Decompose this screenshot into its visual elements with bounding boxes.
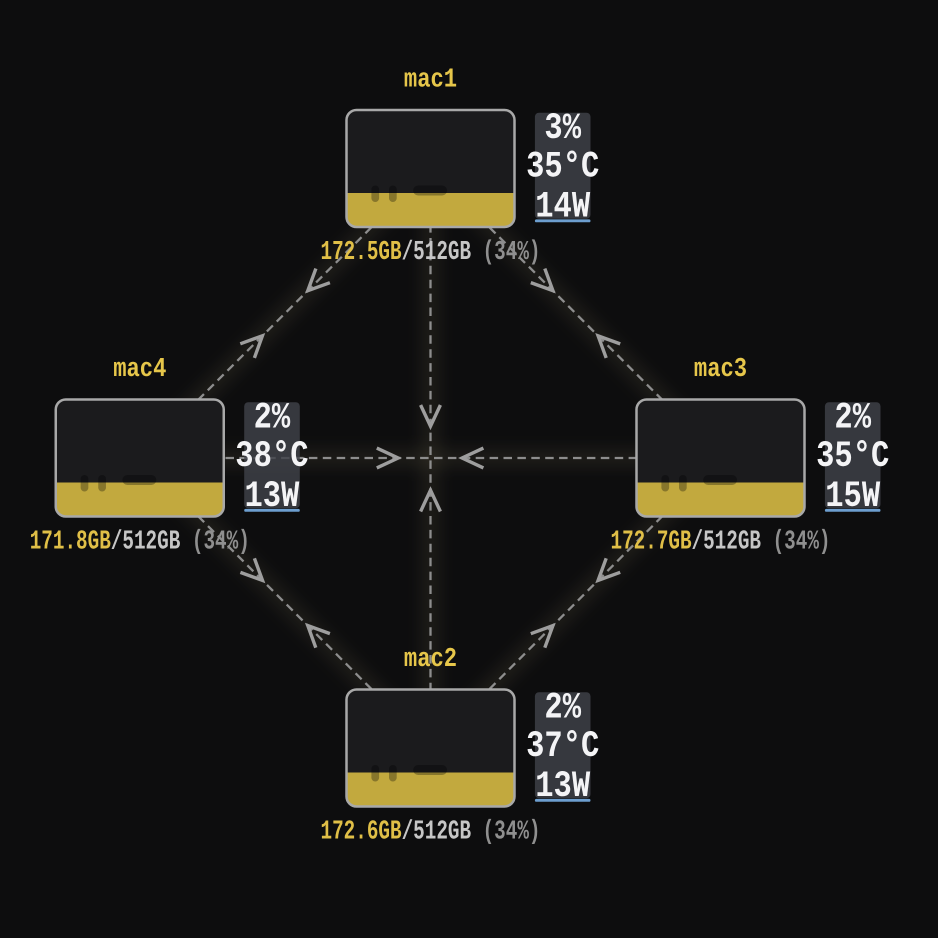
svg-text:2%: 2% xyxy=(834,398,871,440)
svg-text:(34%): (34%) xyxy=(192,527,250,557)
svg-text:172.5GB: 172.5GB xyxy=(321,237,402,267)
svg-text:3%: 3% xyxy=(544,108,581,150)
svg-text:mac1: mac1 xyxy=(404,66,457,96)
svg-text:13W: 13W xyxy=(244,476,300,518)
svg-text:(34%): (34%) xyxy=(773,527,831,557)
svg-text:15W: 15W xyxy=(825,476,881,518)
svg-text:2%: 2% xyxy=(544,688,581,730)
svg-text:mac2: mac2 xyxy=(404,645,457,675)
svg-text:2%: 2% xyxy=(254,398,291,440)
svg-text:171.8GB: 171.8GB xyxy=(30,527,111,557)
svg-text:/512GB: /512GB xyxy=(402,237,472,267)
svg-text:172.7GB: 172.7GB xyxy=(611,527,692,557)
svg-text:(34%): (34%) xyxy=(483,817,541,847)
svg-text:/512GB: /512GB xyxy=(402,817,472,847)
svg-text:/512GB: /512GB xyxy=(111,527,181,557)
svg-text:14W: 14W xyxy=(535,187,591,229)
svg-text:mac4: mac4 xyxy=(113,355,166,385)
svg-text:38°C: 38°C xyxy=(235,436,308,478)
svg-text:/512GB: /512GB xyxy=(692,527,762,557)
svg-text:172.6GB: 172.6GB xyxy=(321,817,402,847)
svg-text:37°C: 37°C xyxy=(526,726,599,768)
svg-text:13W: 13W xyxy=(535,766,591,808)
svg-text:35°C: 35°C xyxy=(526,146,599,188)
svg-text:mac3: mac3 xyxy=(694,355,747,385)
svg-text:35°C: 35°C xyxy=(816,436,889,478)
svg-text:(34%): (34%) xyxy=(483,237,541,267)
